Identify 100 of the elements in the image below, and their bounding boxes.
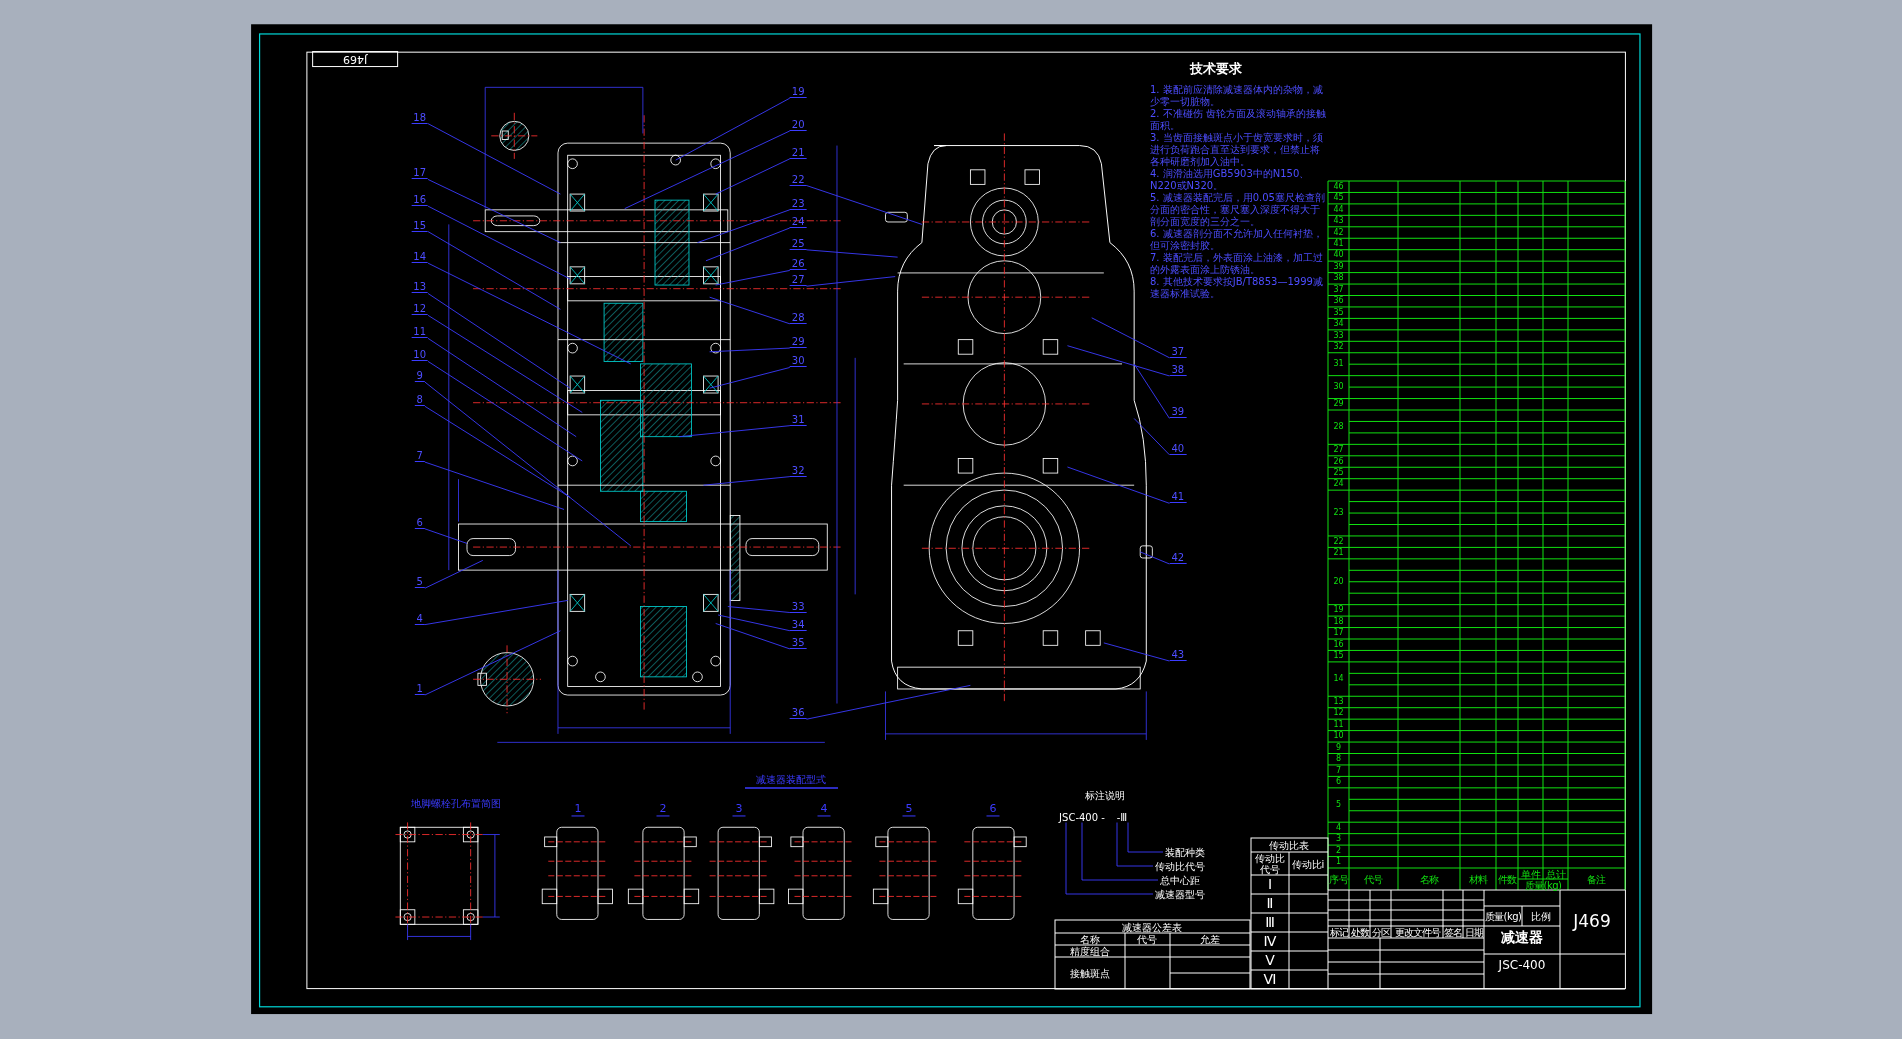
leader-line xyxy=(703,476,791,486)
leader-line xyxy=(715,269,791,286)
leader-line xyxy=(424,528,468,544)
callout-number: 20 xyxy=(789,118,807,131)
leader-line xyxy=(1065,822,1154,895)
roman-numeral: Ⅵ xyxy=(1263,971,1277,988)
callout-number: 15 xyxy=(411,219,429,232)
table-text: 分区 xyxy=(1371,926,1390,938)
callout-number: 28 xyxy=(789,311,807,324)
roman-numeral: Ⅴ xyxy=(1265,952,1275,969)
table-text: 42 xyxy=(1333,228,1344,237)
callout-number: 16 xyxy=(411,194,429,207)
callout-number: 22 xyxy=(789,173,807,186)
callout-number: 17 xyxy=(411,167,429,180)
callout-number: 29 xyxy=(789,336,807,349)
callout-number: 35 xyxy=(789,636,807,649)
table-text: 26 xyxy=(1333,457,1344,466)
leader-line xyxy=(709,367,791,389)
table-text: 17 xyxy=(1333,628,1344,638)
table-text: 名称 xyxy=(1080,933,1100,945)
callout-number: 装配种类 xyxy=(1163,846,1207,858)
leader-line xyxy=(424,405,571,498)
table-text: 处数 xyxy=(1350,926,1369,938)
requirement-text: 8. 其他技术要求按JB/T8853—1999减速器标准试验。 xyxy=(1150,276,1324,300)
table-text: 15 xyxy=(1333,651,1344,661)
table-text: 20 xyxy=(1333,577,1344,587)
leader-line xyxy=(727,606,791,613)
callout-number: 总中心距 xyxy=(1158,874,1202,886)
leader-line xyxy=(1139,551,1170,565)
leader-line xyxy=(717,614,791,632)
leader-line xyxy=(424,381,632,547)
arrangement-number: 4 xyxy=(817,803,831,817)
table-text: 31 xyxy=(1333,359,1344,369)
leader-line xyxy=(675,97,791,161)
column-header: 名称 xyxy=(1419,873,1439,885)
heading: 地脚螺栓孔布置简图 xyxy=(411,797,501,809)
leader-line xyxy=(806,185,923,225)
table-text: 5 xyxy=(1335,800,1342,810)
table-text: 1 xyxy=(1335,857,1342,867)
table-text: 25 xyxy=(1333,468,1344,478)
table-text: 减速器公差表 xyxy=(1122,921,1182,932)
table-text: 24 xyxy=(1333,480,1344,489)
table-text: 37 xyxy=(1333,285,1344,295)
leader-line xyxy=(424,599,569,626)
leader-line xyxy=(427,360,583,462)
leader-line xyxy=(1067,345,1170,377)
callout-number: 31 xyxy=(789,413,807,426)
table-text: 33 xyxy=(1333,331,1344,340)
requirement-text: 4. 润滑油选用GB5903中的N150、N220或N320。 xyxy=(1150,168,1311,192)
table-text: 传动比代号 xyxy=(1254,852,1286,875)
callout-number: 40 xyxy=(1169,442,1187,455)
leader-line xyxy=(427,123,561,195)
table-text: 2 xyxy=(1335,846,1342,856)
table-text: 签名 xyxy=(1444,926,1462,938)
table-text: 30 xyxy=(1333,382,1344,392)
table-text: 标记 xyxy=(1329,926,1348,938)
leader-line xyxy=(1133,363,1170,419)
leader-line xyxy=(427,293,571,389)
callout-number: JSC-400 - xyxy=(1057,811,1107,823)
table-text: 4 xyxy=(1335,823,1342,833)
callout-number: 4 xyxy=(414,612,425,625)
leader-line xyxy=(709,347,791,353)
requirement-text: 7. 装配完后，外表面涂上油漆，加工过的外露表面涂上防锈油。 xyxy=(1150,252,1324,276)
table-text: 44 xyxy=(1333,205,1344,214)
column-header: 件数 xyxy=(1497,873,1517,885)
drawing-number: J469 xyxy=(1573,911,1611,931)
table-text: 39 xyxy=(1333,262,1344,272)
column-header: 备注 xyxy=(1586,873,1606,885)
leader-line xyxy=(1116,822,1154,867)
model-number: JSC-400 xyxy=(1498,959,1546,973)
roman-numeral: Ⅲ xyxy=(1265,914,1275,931)
table-text: 代号 xyxy=(1137,933,1157,945)
table-text: 日期 xyxy=(1464,926,1483,938)
callout-number: 21 xyxy=(789,146,807,159)
table-text: 质量(kg) xyxy=(1484,910,1522,922)
table-text: 40 xyxy=(1333,251,1344,260)
callout-number: 8 xyxy=(414,394,425,407)
table-text: 19 xyxy=(1333,606,1344,615)
leader-line xyxy=(1127,822,1164,853)
leader-line xyxy=(715,623,791,650)
table-text: 18 xyxy=(1333,617,1344,627)
leader-line xyxy=(624,130,791,210)
table-text: 传动比表 xyxy=(1269,839,1309,851)
leader-line xyxy=(806,276,896,287)
callout-number: 14 xyxy=(411,251,429,264)
callout-number: 13 xyxy=(411,281,429,294)
table-text: 接触斑点 xyxy=(1070,967,1110,979)
callout-number: 34 xyxy=(789,618,807,631)
table-text: 9 xyxy=(1335,743,1342,753)
callout-number: 12 xyxy=(411,303,429,316)
table-text: 46 xyxy=(1333,182,1344,192)
leader-line xyxy=(427,179,561,244)
requirement-text: 5. 减速器装配完后，用0.05塞尺检查剖分面的密合性，塞尺塞入深度不得大于剖分面宽度的三分之一。 xyxy=(1150,192,1326,228)
leader-line xyxy=(1091,317,1170,359)
leader-line xyxy=(1081,822,1159,881)
heading: 标注说明 xyxy=(1085,789,1125,801)
callout-number: 42 xyxy=(1169,551,1187,564)
requirement-text: 1. 装配前应清除减速器体内的杂物，减少零一切脏物。 xyxy=(1150,84,1324,108)
callout-number: 18 xyxy=(411,111,429,124)
arrangement-number: 5 xyxy=(902,803,916,817)
